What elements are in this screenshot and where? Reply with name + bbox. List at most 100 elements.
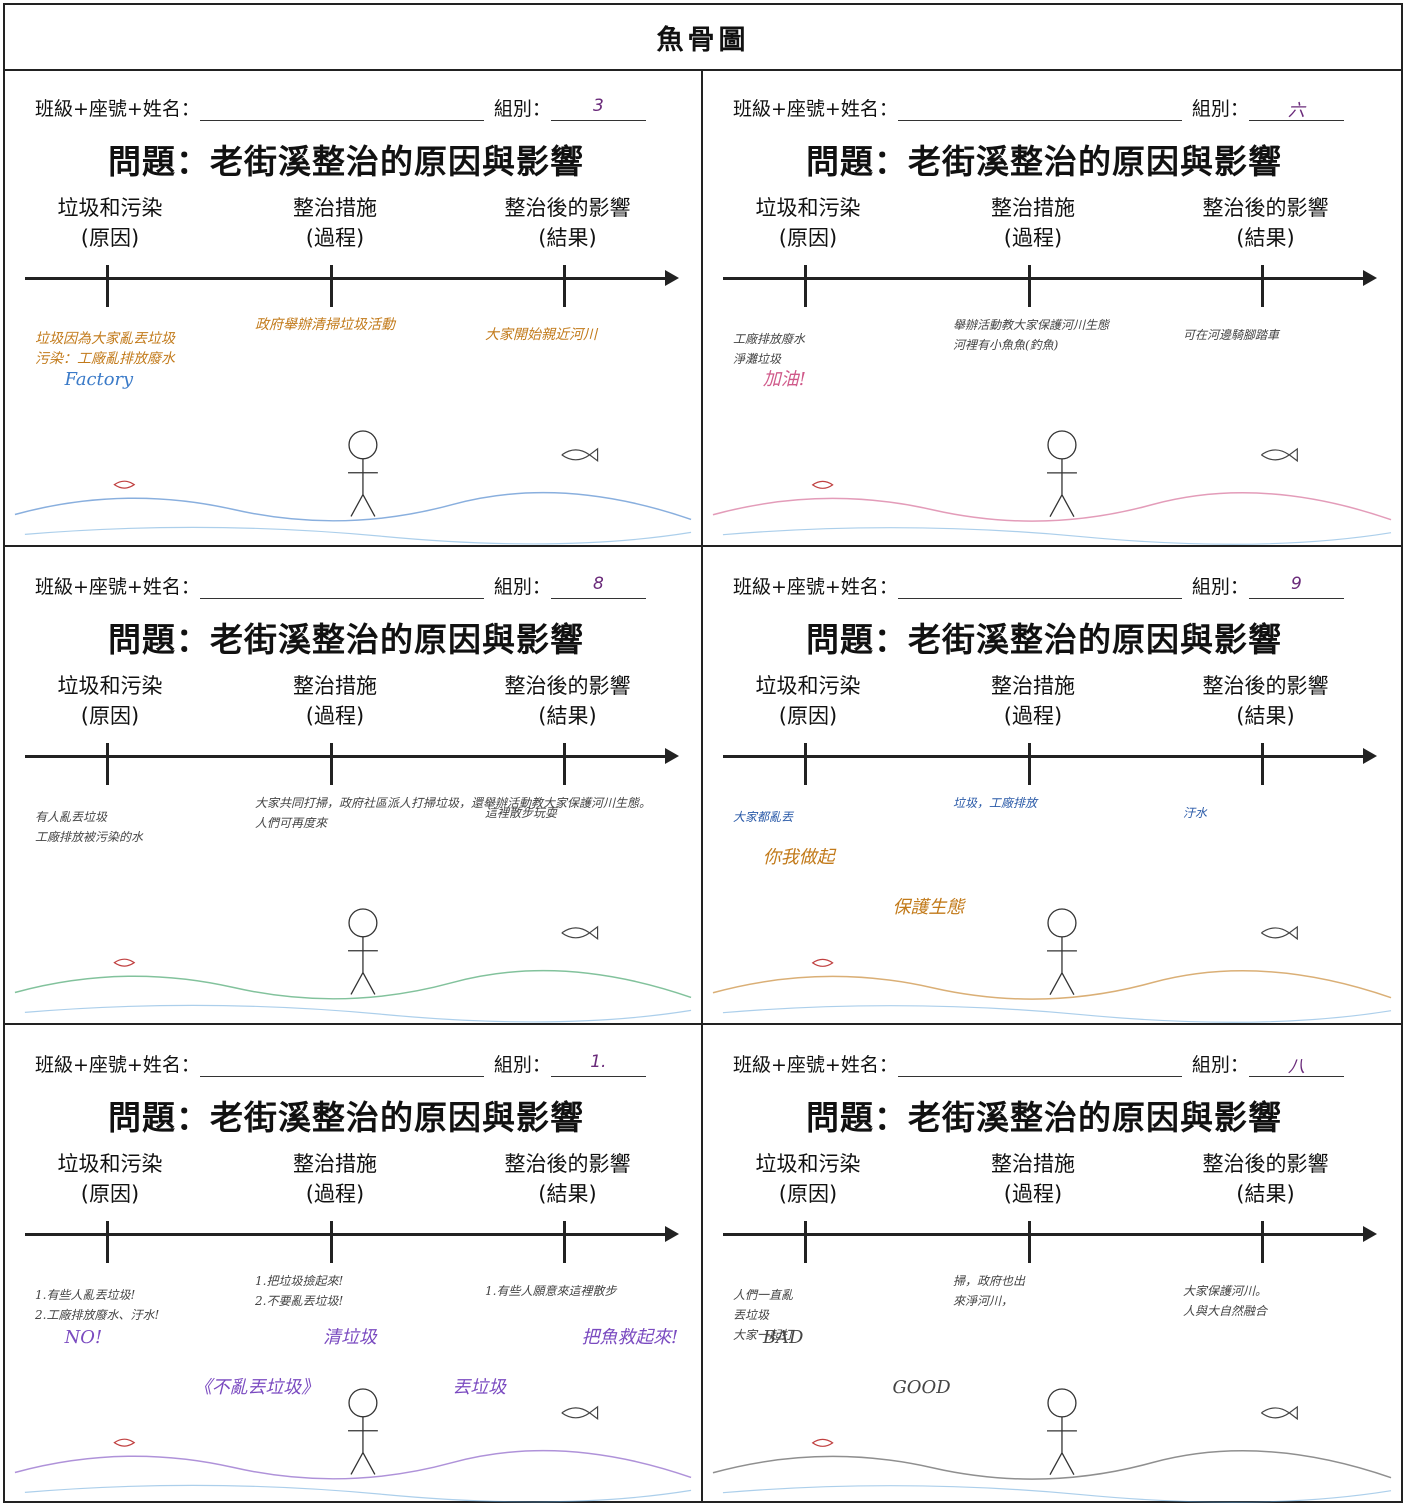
timeline-tick [1028, 743, 1031, 785]
stage-cause-label: 垃圾和污染 [755, 196, 861, 220]
handwritten-note: 丟垃圾 [733, 1308, 770, 1322]
name-label: 班級+座號+姓名： [35, 576, 200, 598]
fish-sketch [113, 480, 136, 489]
stage-result: 整治後的影響 (結果) [1178, 1149, 1353, 1209]
name-label: 班級+座號+姓名： [733, 98, 898, 120]
timeline-tick [330, 1221, 333, 1263]
stage-result-label: 整治後的影響 [1202, 1152, 1329, 1176]
worksheet-cell: 班級+座號+姓名： 組別： 3 問題：老街溪整治的原因與影響 垃圾和污染 (原因… [5, 69, 703, 547]
timeline-tick [1261, 265, 1264, 307]
water-sketch [722, 527, 1392, 545]
question-title: 問題：老街溪整治的原因與影響 [806, 142, 1282, 181]
name-label: 班級+座號+姓名： [35, 98, 200, 120]
student-names-field [199, 96, 484, 121]
fish-sketch [561, 447, 599, 462]
handwritten-note: 1.有些人願意來這裡散步 [485, 1284, 617, 1298]
river-sketch [712, 1450, 1392, 1480]
handwritten-note: 2.工廠排放廢水、汙水! [35, 1308, 160, 1322]
timeline-tick [804, 1221, 807, 1263]
handwritten-note: 2.不要亂丟垃圾! [255, 1294, 344, 1308]
handwritten-note: 政府舉辦清掃垃圾活動 [255, 317, 395, 333]
timeline-tick [330, 743, 333, 785]
worksheet-header: 班級+座號+姓名： 組別： 六 [733, 91, 1361, 121]
stage-process: 整治措施 (過程) [260, 671, 410, 731]
worksheet-header: 班級+座號+姓名： 組別： 八 [733, 1047, 1361, 1077]
handwritten-note: 垃圾因為大家亂丟垃圾 [35, 331, 175, 347]
worksheet-header: 班級+座號+姓名： 組別： 8 [35, 569, 661, 599]
stage-process-sub: (過程) [1003, 704, 1063, 728]
worksheet-header: 班級+座號+姓名： 組別： 3 [35, 91, 661, 121]
handwritten-note: 1.把垃圾撿起來! [255, 1274, 344, 1288]
drawing-text: GOOD [892, 1377, 950, 1398]
stage-result: 整治後的影響 (結果) [480, 193, 655, 253]
timeline-tick [106, 1221, 109, 1263]
group-value: 六 [1248, 96, 1344, 121]
stage-cause-label: 垃圾和污染 [57, 1152, 163, 1176]
water-sketch [24, 1004, 692, 1023]
drawing-text: 你我做起 [763, 847, 837, 868]
timeline-tick [804, 265, 807, 307]
stage-process: 整治措施 (過程) [260, 193, 410, 253]
group-value: 3 [550, 96, 646, 121]
stage-process-label: 整治措施 [293, 196, 377, 220]
fish-sketch [811, 958, 834, 967]
stage-process-label: 整治措施 [991, 196, 1075, 220]
drawing-text: NO! [64, 1327, 102, 1348]
handwritten-note: 人與大自然融合 [1183, 1304, 1268, 1318]
group-label: 組別： [493, 98, 551, 120]
stage-result: 整治後的影響 (結果) [480, 1149, 655, 1209]
group-label: 組別： [493, 1054, 551, 1076]
stage-result: 整治後的影響 (結果) [480, 671, 655, 731]
drawing-text: Factory [64, 369, 134, 390]
stage-process: 整治措施 (過程) [260, 1149, 410, 1209]
stage-cause-sub: (原因) [80, 704, 140, 728]
stage-process: 整治措施 (過程) [958, 1149, 1108, 1209]
stage-process-sub: (過程) [1003, 226, 1063, 250]
handwritten-note: 有人亂丟垃圾 [35, 810, 108, 824]
river-sketch [14, 1449, 692, 1480]
stage-process-sub: (過程) [305, 704, 365, 728]
stage-result-sub: (結果) [538, 226, 597, 250]
stage-result-sub: (結果) [538, 704, 597, 728]
person-body-sketch [348, 458, 378, 517]
worksheet-cell: 班級+座號+姓名： 組別： 1. 問題：老街溪整治的原因與影響 垃圾和污染 (原… [5, 1025, 703, 1503]
handwritten-note: 工廠排放廢水 [733, 332, 806, 346]
stage-result: 整治後的影響 (結果) [1178, 671, 1353, 731]
group-value: 1. [550, 1052, 646, 1077]
timeline-tick [804, 743, 807, 785]
page-title: 魚骨圖 [5, 5, 1401, 71]
student-names-field [199, 1052, 484, 1077]
stage-cause-sub: (原因) [80, 1182, 140, 1206]
person-body-sketch [1047, 1416, 1077, 1476]
water-sketch [722, 1005, 1392, 1023]
worksheet-cell: 班級+座號+姓名： 組別： 六 問題：老街溪整治的原因與影響 垃圾和污染 (原因… [703, 69, 1401, 547]
question-title: 問題：老街溪整治的原因與影響 [806, 620, 1282, 659]
water-sketch [24, 526, 692, 545]
timeline-tick [563, 1221, 566, 1263]
student-names-field [897, 96, 1182, 121]
drawing-text: 清垃圾 [323, 1327, 378, 1348]
stage-cause-sub: (原因) [778, 226, 838, 250]
stage-cause-label: 垃圾和污染 [755, 674, 861, 698]
handwritten-note: 污染：工廠亂排放廢水 [35, 351, 175, 367]
student-names-field [897, 574, 1182, 599]
student-names-field [897, 1052, 1182, 1077]
handwritten-note: 大家開始親近河川 [485, 327, 597, 343]
river-sketch [712, 970, 1392, 1000]
stage-cause-label: 垃圾和污染 [57, 674, 163, 698]
timeline-arrow [723, 1226, 1377, 1242]
stage-cause: 垃圾和污染 (原因) [35, 193, 185, 253]
drawing-text: 把魚救起來! [582, 1327, 679, 1348]
group-label: 組別： [1191, 1054, 1249, 1076]
handwritten-note: 垃圾，工廠排放 [953, 796, 1038, 810]
timeline-tick [106, 743, 109, 785]
handwritten-note: 舉辦活動教大家保護河川生態 [953, 318, 1110, 332]
stage-result-sub: (結果) [538, 1182, 597, 1206]
handwritten-note: 工廠排放被污染的水 [35, 830, 144, 844]
stage-process-label: 整治措施 [991, 1152, 1075, 1176]
stage-result-label: 整治後的影響 [1202, 674, 1329, 698]
drawing-text: 《不亂丟垃圾》 [194, 1377, 319, 1398]
handwritten-note: 大家都亂丟 [733, 810, 794, 824]
stage-process: 整治措施 (過程) [958, 671, 1108, 731]
person-head-sketch [348, 1388, 378, 1418]
